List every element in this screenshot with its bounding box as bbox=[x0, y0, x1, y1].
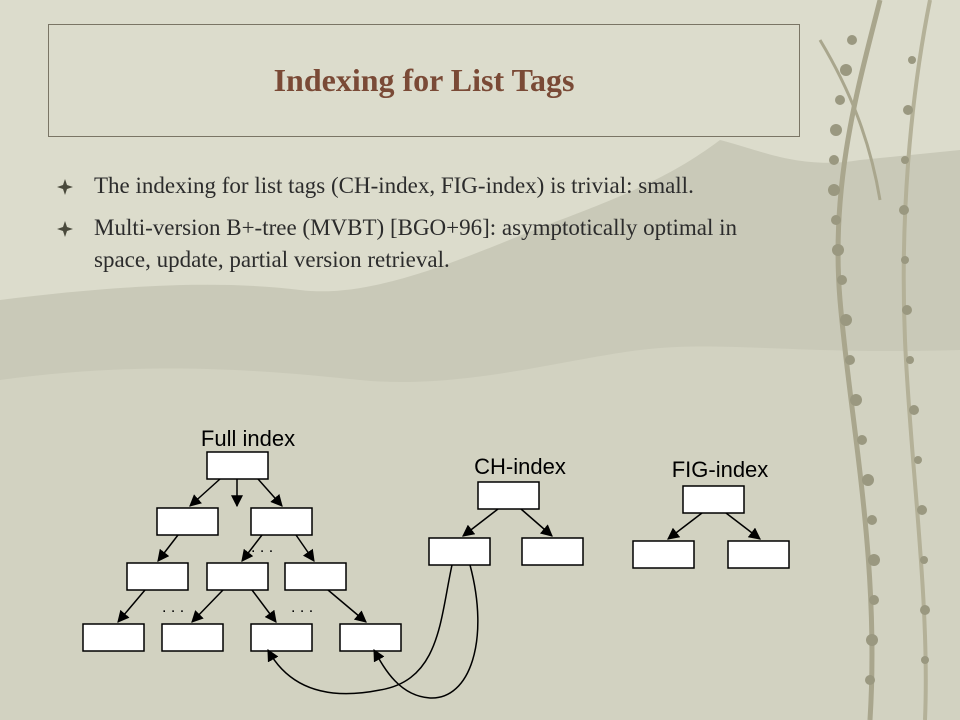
bullet-item: Multi-version B+-tree (MVBT) [BGO+96]: a… bbox=[56, 212, 776, 276]
tree-edge bbox=[462, 508, 499, 537]
ch-index-root-node bbox=[477, 481, 540, 510]
ch-index-node bbox=[428, 537, 491, 566]
tree-edge bbox=[667, 512, 703, 540]
tree-edge bbox=[327, 589, 367, 623]
ch-index-node bbox=[521, 537, 584, 566]
bullet-text: Multi-version B+-tree (MVBT) [BGO+96]: a… bbox=[94, 215, 738, 272]
fig-index-node bbox=[632, 540, 695, 569]
ellipsis: . . . bbox=[251, 539, 273, 556]
full-index-leaf-node bbox=[161, 623, 224, 652]
fig-index-root-node bbox=[682, 485, 745, 514]
full-index-node bbox=[284, 562, 347, 591]
pointer-arrow bbox=[373, 564, 479, 699]
bullet-text: The indexing for list tags (CH-index, FI… bbox=[94, 173, 694, 198]
full-index-node bbox=[206, 562, 269, 591]
ellipsis: . . . bbox=[162, 599, 184, 616]
tree-edge bbox=[241, 534, 263, 562]
tree-edge bbox=[191, 589, 224, 623]
tree-edge bbox=[189, 478, 221, 507]
fig-index-label: FIG-index bbox=[672, 457, 769, 482]
tree-edge bbox=[251, 589, 277, 623]
full-index-node bbox=[126, 562, 189, 591]
full-index-leaf-node bbox=[339, 623, 402, 652]
pointer-arrow bbox=[267, 564, 453, 695]
bullet-item: The indexing for list tags (CH-index, FI… bbox=[56, 170, 776, 202]
full-index-leaf-node bbox=[250, 623, 313, 652]
diamond-bullet-icon bbox=[57, 179, 73, 195]
diamond-bullet-icon bbox=[57, 221, 73, 237]
tree-edge bbox=[725, 512, 761, 540]
full-index-root-node bbox=[206, 451, 269, 480]
ellipsis: . . . bbox=[291, 599, 313, 616]
fig-index-node bbox=[727, 540, 790, 569]
full-index-leaf-node bbox=[82, 623, 145, 652]
tree-edge bbox=[117, 589, 146, 623]
title-box: Indexing for List Tags bbox=[48, 24, 800, 137]
full-index-label: Full index bbox=[201, 426, 295, 451]
tree-edge bbox=[157, 534, 179, 562]
tree-edge bbox=[257, 478, 283, 507]
full-index-node bbox=[250, 507, 313, 536]
full-index-node bbox=[156, 507, 219, 536]
bullet-list: The indexing for list tags (CH-index, FI… bbox=[56, 170, 776, 286]
ch-index-label: CH-index bbox=[474, 454, 566, 479]
tree-edge bbox=[295, 534, 315, 562]
slide-title: Indexing for List Tags bbox=[273, 62, 575, 98]
tree-edge bbox=[520, 508, 553, 537]
